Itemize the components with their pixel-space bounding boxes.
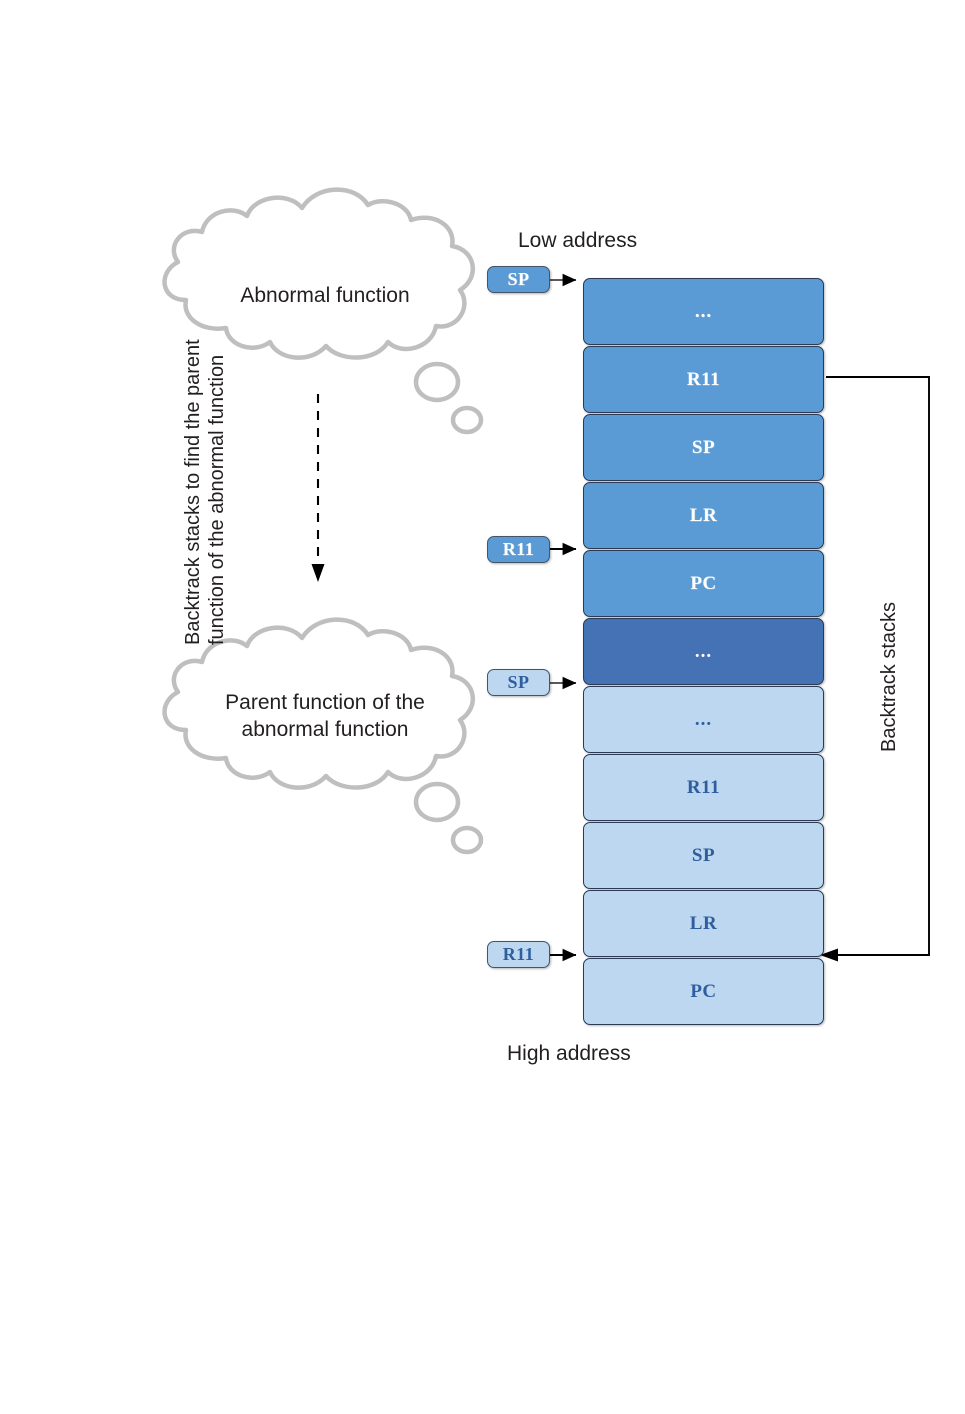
stack-cell[interactable]: SP (583, 414, 824, 481)
low-address-label: Low address (518, 229, 638, 252)
pointer-badge-label: R11 (502, 539, 535, 559)
cloud-text-parent: Parent function of the abnormal function (225, 691, 425, 741)
pointer-badge-sp-top[interactable]: SP (487, 266, 550, 293)
high-address-label: High address (507, 1042, 631, 1065)
pointer-badge-label: SP (507, 672, 530, 692)
stack-cell-label: SP (691, 436, 716, 458)
stack-cell[interactable]: R11 (583, 754, 824, 821)
stack-cell-label: LR (689, 504, 718, 526)
cloud-text-abnormal: Abnormal function (240, 284, 410, 307)
stack-cell-label: ... (694, 640, 713, 662)
stack-cell[interactable]: ... (583, 686, 824, 753)
stack-cell[interactable]: LR (583, 890, 824, 957)
pointer-badge-r11-bottom[interactable]: R11 (487, 941, 550, 968)
stack-cell-label: LR (689, 912, 718, 934)
stack-cell-label: ... (694, 708, 713, 730)
pointer-badge-label: R11 (502, 944, 535, 964)
left-note-line1: Backtrack stacks to find the parent (182, 339, 204, 645)
stack-cell-label: ... (694, 300, 713, 322)
left-note-line2: function of the abnormal function (206, 354, 228, 645)
dashed-flow-arrow (311, 394, 325, 582)
stack-cell-label: R11 (686, 368, 721, 390)
thought-cloud-parent (162, 617, 484, 855)
stack-cell[interactable]: R11 (583, 346, 824, 413)
pointer-badge-label: SP (507, 269, 530, 289)
stack-cell-label: PC (690, 980, 717, 1002)
pointer-badge-sp-bottom[interactable]: SP (487, 669, 550, 696)
stack-cell-label: SP (691, 844, 716, 866)
stack-cell[interactable]: PC (583, 958, 824, 1025)
thought-cloud-abnormal (162, 187, 484, 435)
stack-cell-label: R11 (686, 776, 721, 798)
right-note-backtrack-stacks: Backtrack stacks (878, 601, 900, 752)
pointer-connectors (549, 273, 577, 962)
stack-cell[interactable]: ... (583, 278, 824, 345)
stack-cell[interactable]: PC (583, 550, 824, 617)
stack-column: ... R11 SP LR PC ... ... R11 SP LR PC (583, 278, 824, 1026)
backtrack-bracket-arrow (820, 376, 930, 962)
stack-cell-label: PC (690, 572, 717, 594)
pointer-badge-r11-top[interactable]: R11 (487, 536, 550, 563)
stack-cell[interactable]: SP (583, 822, 824, 889)
stack-cell[interactable]: LR (583, 482, 824, 549)
stack-cell[interactable]: ... (583, 618, 824, 685)
